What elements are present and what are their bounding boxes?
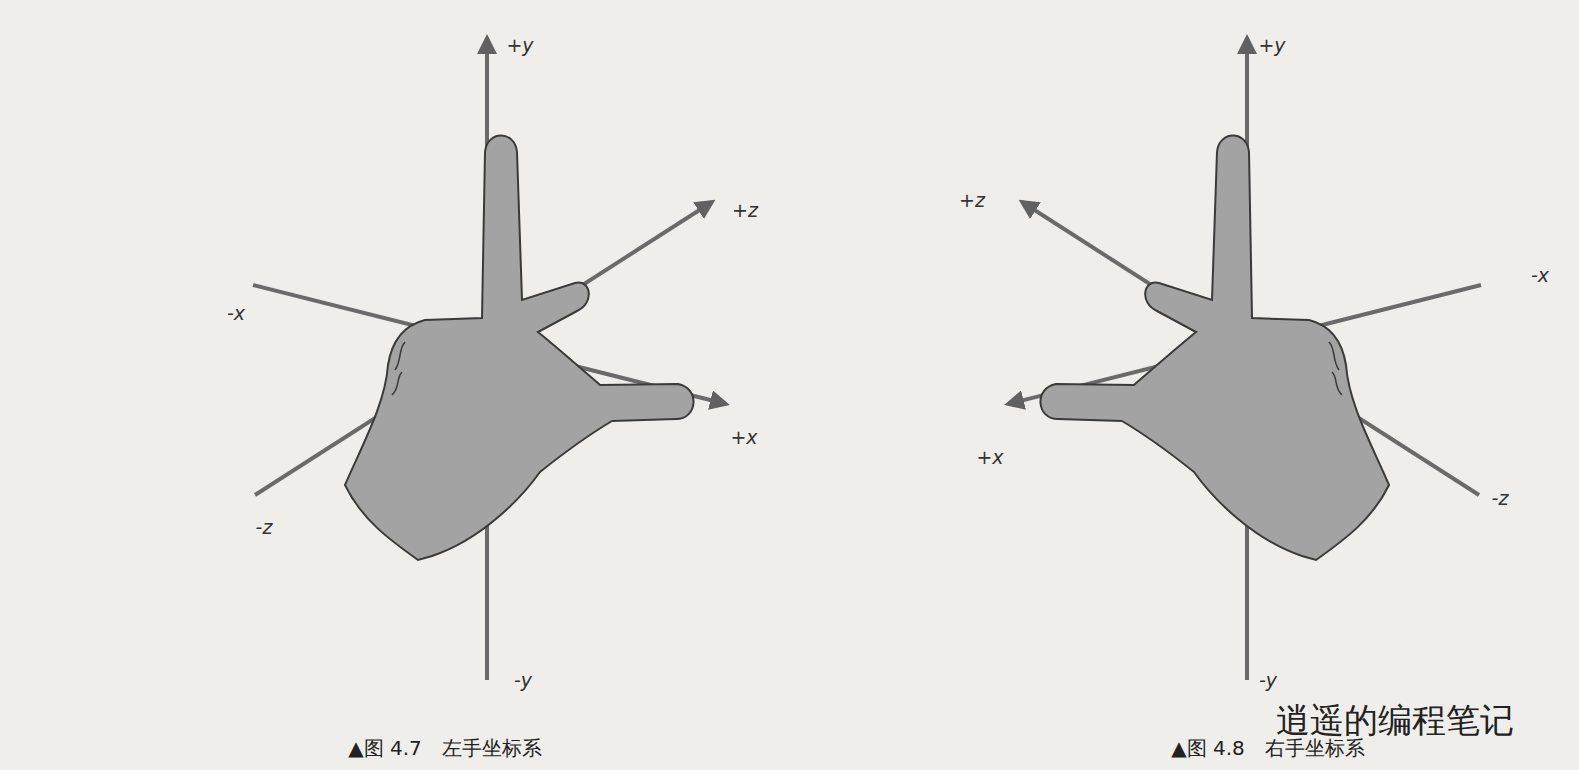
axis-label: +y (506, 34, 533, 56)
axis-label: -y (1259, 669, 1277, 691)
axis-label: -z (1492, 487, 1509, 509)
axis-label: +z (732, 199, 758, 221)
axis-label: -x (1531, 264, 1549, 286)
axis-label: -y (514, 669, 532, 691)
figure-caption: ▲图 4.7 左手坐标系 (348, 735, 542, 762)
axis-label: +z (959, 189, 985, 211)
watermark: 逍遥的编程笔记 (1276, 698, 1514, 744)
axis-label: -x (227, 302, 245, 324)
axis-label: -z (256, 516, 273, 538)
axis-label: +y (1258, 34, 1285, 56)
axis-label: +x (976, 446, 1003, 468)
axis-label: +x (730, 426, 757, 448)
